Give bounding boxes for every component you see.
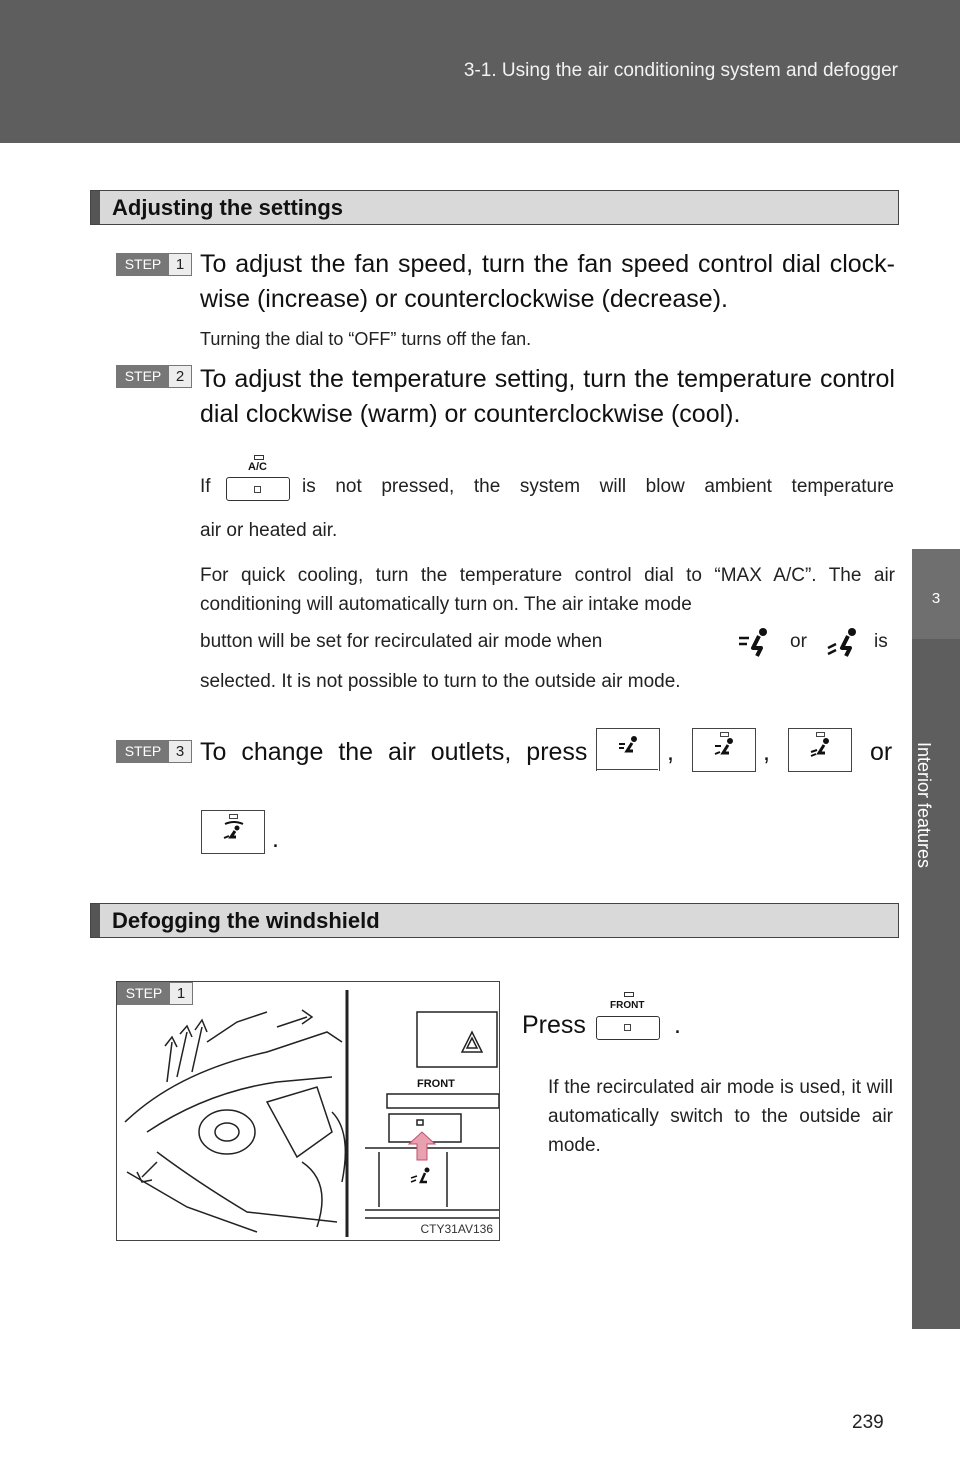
step-badge-figure: STEP 1: [117, 982, 193, 1005]
defog-note: If the recirculated air mode is used, it…: [548, 1077, 893, 1156]
press-text: Press: [522, 1011, 586, 1039]
ac-note-end: air or heated air.: [200, 520, 338, 541]
ac-note-prefix: If: [200, 476, 211, 497]
step-number: 2: [175, 368, 185, 385]
or-text: or: [790, 631, 807, 652]
ac-note-rest: is not pressed, the system will blow amb…: [302, 476, 894, 497]
chapter-title: Interior features: [914, 742, 934, 869]
step1-text: To adjust the fan speed, turn the fan sp…: [200, 250, 895, 313]
figure-front-label: FRONT: [417, 1078, 455, 1090]
chapter-side-tab: [912, 549, 960, 1329]
section-title: Adjusting the settings: [112, 195, 343, 220]
face-feet-outlet-button-icon: [692, 728, 756, 772]
feet-outlet-button-icon: [788, 728, 852, 772]
cabin-drawing: [124, 990, 499, 1237]
ac-label: A/C: [248, 461, 267, 473]
dashboard-illustration: STEP 1: [116, 981, 500, 1241]
step-number: 3: [175, 743, 185, 760]
section-title: Defogging the windshield: [112, 908, 380, 933]
chapter-number: 3: [931, 590, 941, 607]
quick-cooling-note: For quick cooling, turn the temperature …: [200, 565, 895, 615]
page-header: [0, 0, 960, 143]
step-badge-3: STEP 3: [116, 740, 192, 763]
front-label: FRONT: [610, 1000, 645, 1011]
comma-2: ,: [763, 738, 770, 766]
face-feet-icon: [737, 626, 771, 658]
feet-defog-outlet-button-icon: [201, 810, 265, 854]
step-badge-2: STEP 2: [116, 365, 192, 388]
section-heading-defogging: Defogging the windshield: [90, 903, 899, 938]
is-text: is: [874, 631, 888, 652]
step-label: STEP: [117, 741, 169, 762]
feet-icon: [826, 626, 860, 658]
ac-button-icon: A/C: [226, 455, 292, 501]
page-number: 239: [852, 1412, 884, 1433]
step-number: 1: [176, 985, 186, 1002]
period-2: .: [674, 1011, 681, 1039]
figure-code: CTY31AV136: [420, 1222, 494, 1236]
step-number: 1: [175, 256, 185, 273]
outside-air-note: selected. It is not possible to turn to …: [200, 671, 681, 692]
step3-text: To change the air outlets, press: [200, 738, 588, 766]
step2-text: To adjust the temperature setting, turn …: [200, 365, 895, 428]
step-badge-1: STEP 1: [116, 253, 192, 276]
period-1: .: [272, 825, 279, 853]
step-label: STEP: [118, 983, 170, 1004]
step1-note: Turning the dial to “OFF” turns off the …: [200, 329, 532, 349]
recirc-note-prefix: button will be set for recirculated air …: [200, 631, 603, 652]
or-word: or: [870, 738, 893, 766]
front-defogger-button-icon: FRONT: [596, 992, 662, 1040]
step-label: STEP: [117, 366, 169, 387]
comma-1: ,: [667, 738, 674, 766]
breadcrumb: 3-1. Using the air conditioning system a…: [463, 60, 898, 81]
face-outlet-button-icon: [596, 728, 660, 772]
section-heading-adjusting: Adjusting the settings: [90, 190, 899, 225]
step-label: STEP: [117, 254, 169, 275]
